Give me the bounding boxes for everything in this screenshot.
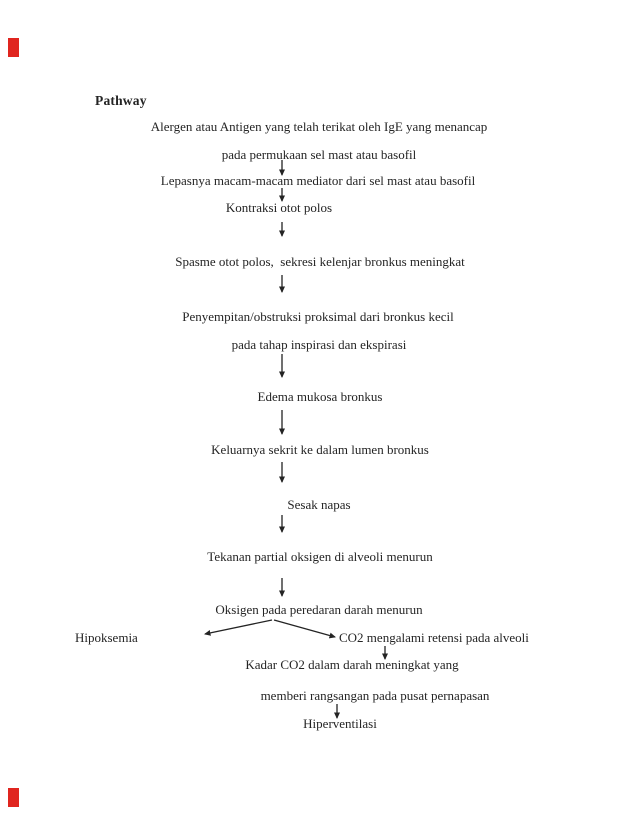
node-spasme: Spasme otot polos, sekresi kelenjar bron… <box>175 254 465 269</box>
node-hiperventilasi: Hiperventilasi <box>303 716 377 731</box>
red-corner-mark-icon <box>8 788 19 807</box>
branch-arrow-left <box>204 619 273 636</box>
node-edema: Edema mukosa bronkus <box>257 389 383 404</box>
node-tekanan: Tekanan partial oksigen di alveoli menur… <box>207 549 433 564</box>
node-kontraksi: Kontraksi otot polos <box>225 200 333 215</box>
node-oksigen: Oksigen pada peredaran darah menurun <box>215 602 423 617</box>
node-pada-tahap: pada tahap inspirasi dan ekspirasi <box>231 337 407 352</box>
node-kadar-co2: Kadar CO2 dalam darah meningkat yang <box>245 657 459 672</box>
node-hipoksemia: Hipoksemia <box>75 630 138 645</box>
node-alergen: Alergen atau Antigen yang telah terikat … <box>150 119 488 134</box>
node-co2: CO2 mengalami retensi pada alveoli <box>339 630 529 645</box>
page-title: Pathway <box>95 93 147 108</box>
node-lepasnya: Lepasnya macam-macam mediator dari sel m… <box>160 173 476 188</box>
red-corner-mark-icon <box>8 38 19 57</box>
branch-arrow-right <box>273 619 336 639</box>
node-keluarnya: Keluarnya sekrit ke dalam lumen bronkus <box>211 442 429 457</box>
node-penyempitan: Penyempitan/obstruksi proksimal dari bro… <box>182 309 454 324</box>
node-pada-permukaan: pada permukaan sel mast atau basofil <box>221 147 417 162</box>
node-sesak: Sesak napas <box>287 497 351 512</box>
node-memberi: memberi rangsangan pada pusat pernapasan <box>260 688 490 703</box>
